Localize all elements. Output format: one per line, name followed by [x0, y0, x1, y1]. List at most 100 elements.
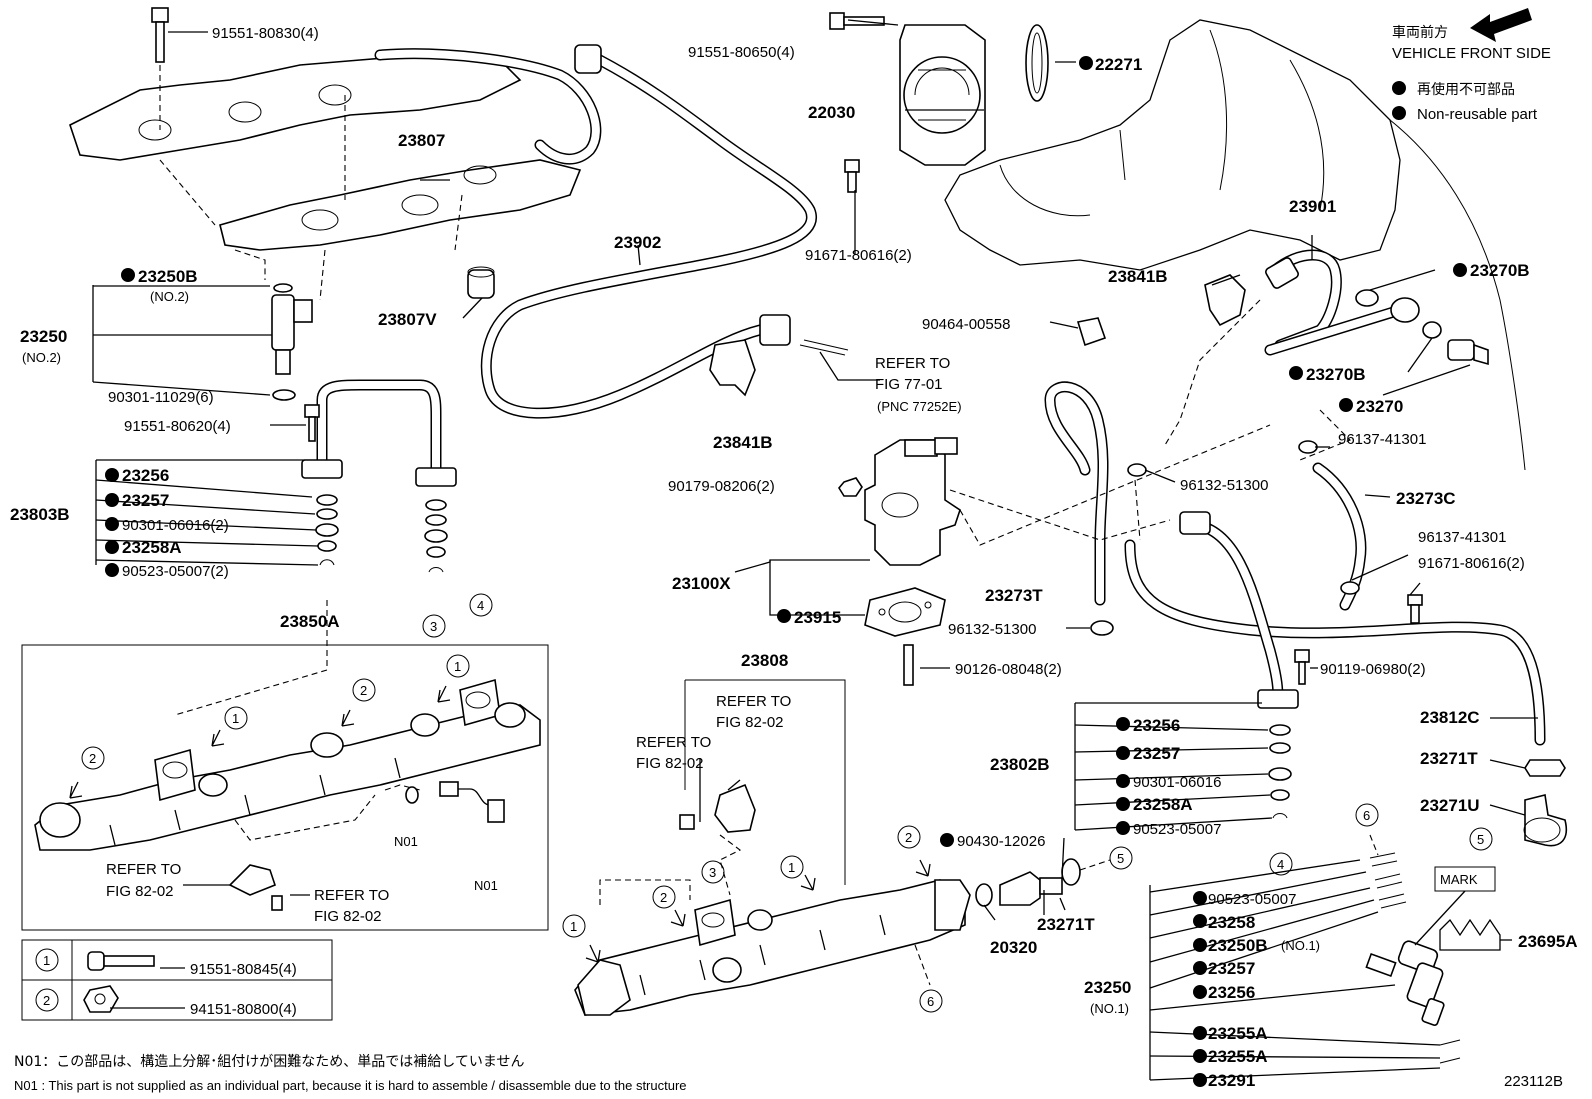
clip-90464-00558[interactable]	[1076, 317, 1107, 347]
label-23256-bottom[interactable]: 23256	[1208, 983, 1255, 1002]
label-23271T-a[interactable]: 23271T	[1420, 749, 1478, 768]
refer-82-02-c-line2[interactable]: FIG 82-02	[106, 883, 174, 900]
label-22030[interactable]: 22030	[808, 103, 855, 122]
label-90523-05007-right2[interactable]: 90523-05007	[1208, 891, 1296, 908]
clamp-96132-51300-a[interactable]	[1127, 463, 1147, 477]
label-90126-08048[interactable]: 90126-08048(2)	[955, 661, 1062, 678]
bolt-table-part-1[interactable]: 91551-80845(4)	[190, 961, 297, 978]
gasket-23270B-a[interactable]	[1355, 289, 1379, 307]
label-23915[interactable]: 23915	[794, 608, 841, 627]
refer-82-02-c-line1[interactable]: REFER TO	[106, 861, 181, 878]
label-23841B-top[interactable]: 23841B	[1108, 267, 1168, 286]
label-23271U[interactable]: 23271U	[1420, 796, 1480, 815]
fuel-pipe-23803B[interactable]	[301, 379, 457, 487]
label-90430-12026[interactable]: 90430-12026	[957, 833, 1045, 850]
rail-bracket-23808[interactable]	[679, 783, 756, 833]
label-96132-51300-b[interactable]: 96132-51300	[948, 621, 1036, 638]
union-23270[interactable]	[1390, 297, 1489, 366]
label-96137-41301-a[interactable]: 96137-41301	[1338, 431, 1426, 448]
gasket-90430-12026[interactable]	[975, 883, 993, 907]
bolt-91551-80830[interactable]	[151, 7, 169, 63]
grommet-23807V[interactable]	[467, 266, 495, 299]
label-23841B-mid[interactable]: 23841B	[713, 433, 773, 452]
label-96132-51300-a[interactable]: 96132-51300	[1180, 477, 1268, 494]
fuel-rail-right[interactable]	[574, 879, 971, 1016]
fuel-pipe-23802B[interactable]	[1179, 511, 1299, 709]
label-23257-bottom[interactable]: 23257	[1208, 959, 1255, 978]
label-22271[interactable]: 22271	[1095, 55, 1142, 74]
label-90301-11029[interactable]: 90301-11029(6)	[108, 389, 214, 406]
hose-23901[interactable]	[1264, 249, 1406, 356]
label-90523-05007-left[interactable]: 90523-05007(2)	[122, 563, 229, 580]
injector-23250-no2[interactable]	[271, 283, 313, 401]
clamp-96137-41301-b[interactable]	[1340, 581, 1360, 595]
wave-spring-23695A[interactable]	[1439, 918, 1501, 951]
label-23273C[interactable]: 23273C	[1396, 489, 1456, 508]
refer-77-01-line2[interactable]: FIG 77-01	[875, 376, 943, 393]
gasket-23915[interactable]	[864, 587, 946, 637]
label-23250B-top[interactable]: 23250B	[138, 267, 198, 286]
label-23803B[interactable]: 23803B	[10, 505, 70, 524]
refer-82-02-b-line2[interactable]: FIG 82-02	[636, 755, 704, 772]
refer-82-02-a-line2[interactable]: FIG 82-02	[716, 714, 784, 731]
label-91671-80616-a[interactable]: 91671-80616(2)	[805, 247, 912, 264]
label-96137-41301-b[interactable]: 96137-41301	[1418, 529, 1506, 546]
seal-stack-left[interactable]	[315, 494, 339, 566]
cap-23271U[interactable]	[1523, 794, 1567, 847]
fuel-pressure-sensor[interactable]	[405, 781, 505, 823]
label-23257-right[interactable]: 23257	[1133, 744, 1180, 763]
seal-stack-right[interactable]	[1268, 724, 1292, 819]
label-90523-05007-right[interactable]: 90523-05007	[1133, 821, 1221, 838]
label-23807[interactable]: 23807	[398, 131, 445, 150]
label-91551-80830[interactable]: 91551-80830(4)	[212, 25, 319, 42]
refer-82-02-a-line1[interactable]: REFER TO	[716, 693, 791, 710]
label-91551-80650[interactable]: 91551-80650(4)	[688, 44, 795, 61]
refer-77-01-line1[interactable]: REFER TO	[875, 355, 950, 372]
label-23902[interactable]: 23902	[614, 233, 661, 252]
label-23850A[interactable]: 23850A	[280, 612, 340, 631]
label-23273T[interactable]: 23273T	[985, 586, 1043, 605]
label-23250-bottom[interactable]: 23250	[1084, 978, 1131, 997]
label-90179-08206[interactable]: 90179-08206(2)	[668, 478, 775, 495]
hose-23273T[interactable]	[1044, 381, 1109, 606]
label-91671-80616-b[interactable]: 91671-80616(2)	[1418, 555, 1525, 572]
label-91551-80620[interactable]: 91551-80620(4)	[124, 418, 231, 435]
label-23270B-a[interactable]: 23270B	[1470, 261, 1530, 280]
label-23291[interactable]: 23291	[1208, 1071, 1255, 1090]
label-23250-left[interactable]: 23250	[20, 327, 67, 346]
label-23258A-left[interactable]: 23258A	[122, 538, 182, 557]
label-23270[interactable]: 23270	[1356, 397, 1403, 416]
label-23258A-right[interactable]: 23258A	[1133, 795, 1193, 814]
fuel-pipe-23902[interactable]	[374, 44, 817, 419]
label-23270B-b[interactable]: 23270B	[1306, 365, 1366, 384]
label-23100X[interactable]: 23100X	[672, 574, 731, 593]
clamp-23271T-a[interactable]	[1524, 759, 1566, 777]
label-23808[interactable]: 23808	[741, 651, 788, 670]
fuel-rail-23850A[interactable]	[34, 678, 541, 851]
label-23802B[interactable]: 23802B	[990, 755, 1050, 774]
connector-23841B-top[interactable]	[1204, 274, 1246, 327]
label-23255A-b[interactable]: 23255A	[1208, 1047, 1268, 1066]
rail-bracket-small[interactable]	[228, 864, 283, 911]
fuel-pipe-23812C[interactable]	[1124, 539, 1546, 746]
label-20320[interactable]: 20320	[990, 938, 1037, 957]
bolt-90119-06980[interactable]	[1294, 649, 1310, 685]
throttle-gasket-22271[interactable]	[1025, 24, 1049, 102]
bolt-91671-80616-b[interactable]	[1407, 594, 1423, 624]
clamp-96132-51300-b[interactable]	[1090, 620, 1114, 636]
label-90301-06016-left[interactable]: 90301-06016(2)	[122, 517, 229, 534]
bolt-table-part-2[interactable]: 94151-80800(4)	[190, 1001, 297, 1018]
label-23695A[interactable]: 23695A	[1518, 932, 1578, 951]
label-23256-right[interactable]: 23256	[1133, 716, 1180, 735]
sensor-20320[interactable]	[999, 871, 1063, 906]
connector-23841B[interactable]	[709, 339, 756, 397]
stud-90126-08048[interactable]	[903, 644, 914, 686]
seal-stack-mid[interactable]	[424, 499, 448, 573]
throttle-body-22030[interactable]	[899, 24, 986, 166]
refer-82-02-d-line1[interactable]: REFER TO	[314, 887, 389, 904]
clamp-96137-41301-a[interactable]	[1298, 440, 1318, 454]
label-23901[interactable]: 23901	[1289, 197, 1336, 216]
refer-82-02-d-line2[interactable]: FIG 82-02	[314, 908, 382, 925]
label-23258[interactable]: 23258	[1208, 913, 1255, 932]
bolt-91671-80616[interactable]	[844, 159, 860, 193]
